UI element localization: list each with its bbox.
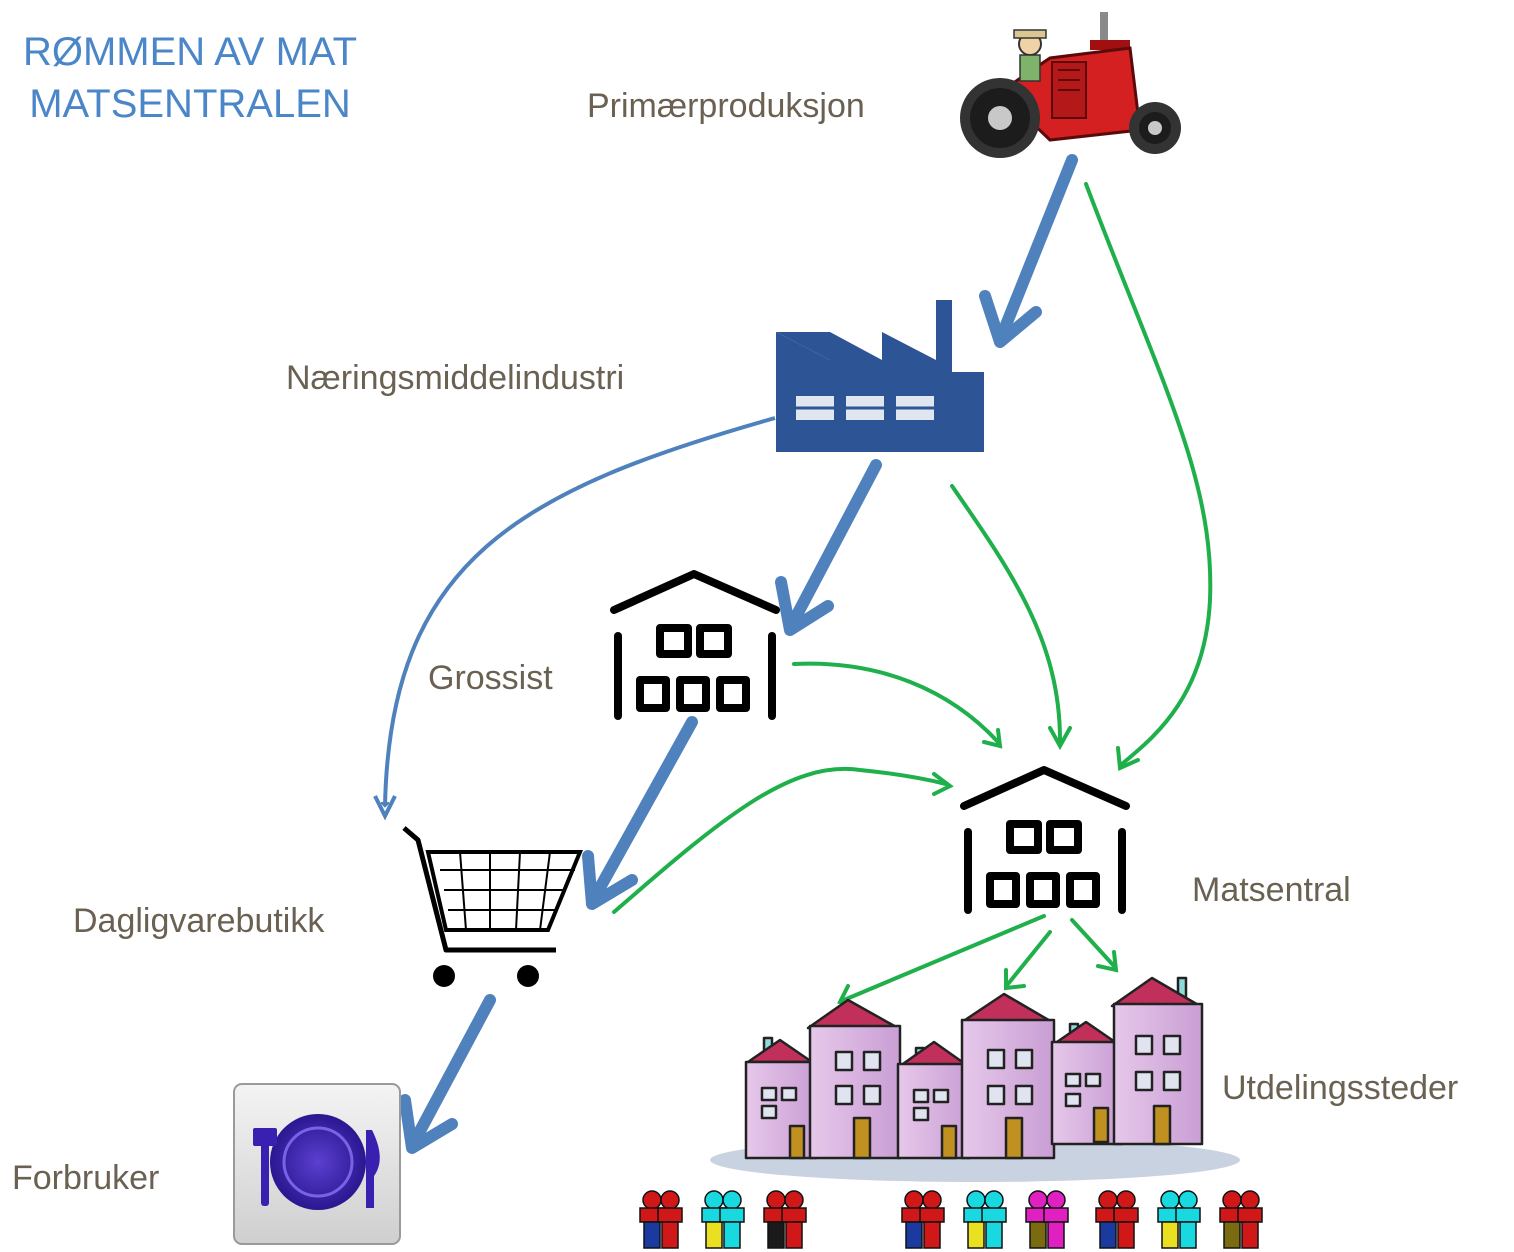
arrow-store-to-central	[612, 766, 948, 914]
shopping-cart-icon	[402, 826, 583, 987]
arrowhead-store-to-central	[932, 772, 954, 796]
factory-icon	[776, 300, 984, 452]
arrow-central-to-distribution-middle	[1006, 930, 1052, 986]
arrowhead-primary-to-central	[1116, 746, 1140, 771]
arrow-primary-to-central	[1084, 182, 1213, 766]
arrowhead-central-to-distribution-middle	[1004, 968, 1026, 991]
tractor-icon	[960, 12, 1181, 158]
title-line-1: RØMMEN AV MAT	[22, 30, 358, 74]
arrow-wholesaler-to-store	[582, 716, 698, 910]
houses-icon	[710, 976, 1240, 1182]
person-figure	[1113, 1190, 1139, 1249]
arrowhead-wholesaler-to-central	[982, 728, 1003, 749]
person-figure	[1237, 1190, 1263, 1249]
arrow-industry-to-central	[950, 484, 1062, 742]
arrow-primary-to-industry	[979, 154, 1078, 348]
arrow-industry-to-wholesaler	[775, 459, 882, 636]
label-grocery-store: Dagligvarebutikk	[73, 902, 325, 940]
label-food-industry: Næringsmiddelindustri	[286, 359, 625, 397]
label-consumer: Forbruker	[12, 1159, 160, 1197]
person-figure	[1095, 1190, 1121, 1249]
person-figure	[981, 1190, 1007, 1249]
arrow-industry-to-store	[385, 416, 776, 806]
title-line-2: MATSENTRALEN	[29, 82, 351, 126]
person-figure	[657, 1190, 683, 1249]
arrow-store-to-consumer	[399, 994, 496, 1154]
person-figure	[1043, 1190, 1069, 1249]
arrowhead-industry-to-store	[373, 795, 397, 821]
warehouse-icon-wholesaler	[610, 570, 780, 720]
label-wholesaler: Grossist	[428, 659, 553, 697]
people-icon	[639, 1190, 1263, 1249]
arrow-central-to-distribution-right	[1070, 918, 1116, 968]
arrow-wholesaler-to-central	[792, 661, 1000, 744]
person-figure	[1175, 1190, 1201, 1249]
arrowhead-central-to-distribution-right	[1096, 950, 1119, 973]
arrow-central-to-distribution-left	[842, 914, 1046, 1002]
warehouse-icon-central	[960, 766, 1130, 914]
diagram-title: RØMMEN AV MAT MATSENTRALEN	[0, 26, 400, 130]
person-figure	[1025, 1190, 1051, 1249]
person-figure	[719, 1190, 745, 1249]
person-figure	[919, 1190, 945, 1249]
label-primary-production: Primærproduksjon	[587, 87, 865, 125]
plate-cutlery-icon	[233, 1083, 401, 1245]
label-distribution-points: Utdelingssteder	[1222, 1069, 1459, 1107]
label-food-central: Matsentral	[1192, 871, 1351, 909]
person-figure	[781, 1190, 807, 1249]
arrowhead-industry-to-central	[1048, 726, 1072, 751]
